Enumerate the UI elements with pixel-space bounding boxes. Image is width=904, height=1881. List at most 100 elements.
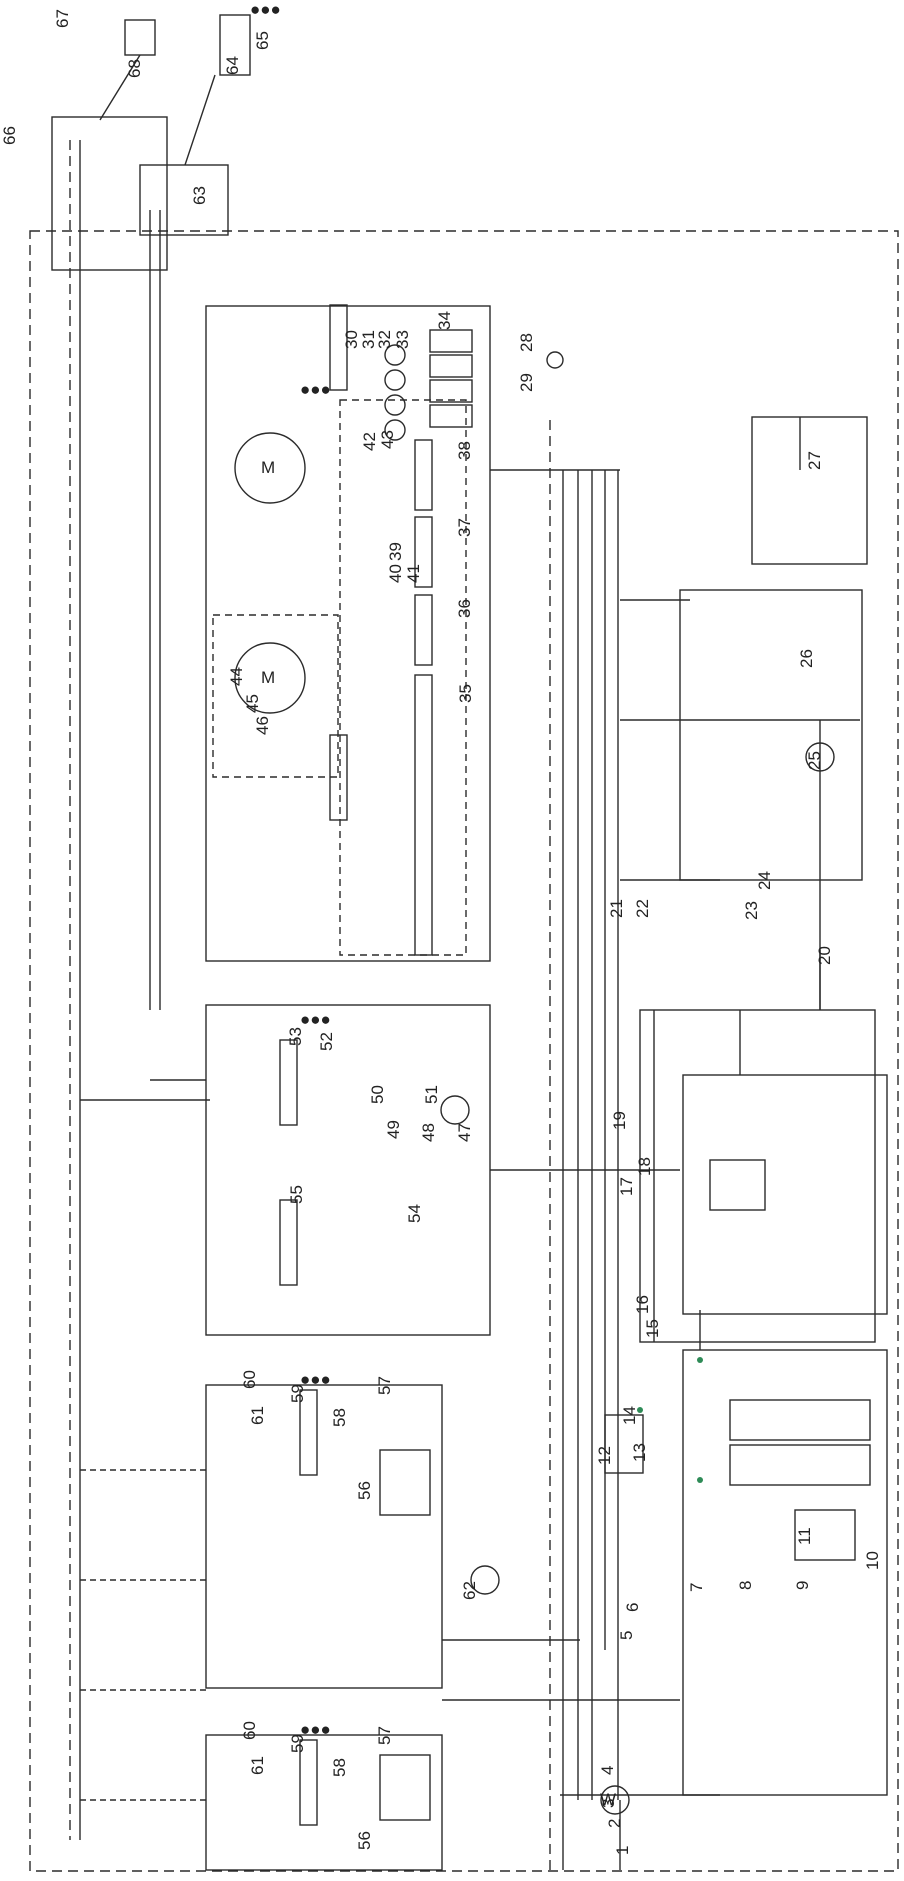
tank-56-lower xyxy=(379,1754,431,1821)
system-boundary xyxy=(29,230,899,1872)
label-58-lower: 58 xyxy=(330,1758,349,1777)
label-13: 13 xyxy=(630,1443,649,1462)
label-38: 38 xyxy=(455,441,474,460)
panel-dispensing-units xyxy=(205,305,491,962)
label-9: 9 xyxy=(793,1581,812,1590)
label-14: 14 xyxy=(620,1406,639,1425)
cartridge-36 xyxy=(414,594,433,666)
label-42: 42 xyxy=(360,432,379,451)
label-36: 36 xyxy=(455,599,474,618)
panel-dosing-unit-upper xyxy=(205,1384,443,1689)
cable-63-65 xyxy=(184,74,216,166)
label-62: 62 xyxy=(460,1581,479,1600)
gauge-33 xyxy=(384,419,406,441)
label-61-upper: 61 xyxy=(248,1406,267,1425)
bottle-34b xyxy=(429,354,473,378)
cartridge-35 xyxy=(414,674,433,956)
label-60-lower: 60 xyxy=(240,1721,259,1740)
pump-62 xyxy=(470,1565,500,1595)
panel-filtration xyxy=(682,1074,888,1315)
label-51: 51 xyxy=(422,1085,441,1104)
accent-marker-3 xyxy=(637,1407,643,1413)
label-12: 12 xyxy=(595,1446,614,1465)
manifold-46 xyxy=(329,734,348,821)
label-16: 16 xyxy=(633,1295,652,1314)
label-68: 68 xyxy=(125,59,144,78)
label-44: 44 xyxy=(227,667,246,686)
label-46: 46 xyxy=(253,716,272,735)
dots-1: ●●● xyxy=(300,380,331,399)
terminal-67 xyxy=(124,19,156,56)
filter-symbol: W xyxy=(600,1790,616,1809)
label-4: 4 xyxy=(598,1766,617,1775)
subframe-motor-44 xyxy=(212,614,339,778)
accent-marker-2 xyxy=(697,1477,703,1483)
label-58-upper: 58 xyxy=(330,1408,349,1427)
label-54: 54 xyxy=(405,1204,424,1223)
label-layer: 1 2 3 4 5 6 7 8 9 10 11 12 13 14 15 16 1… xyxy=(0,9,882,1855)
cable-66-67 xyxy=(99,54,141,121)
label-65: 65 xyxy=(253,31,272,50)
label-61-lower: 61 xyxy=(248,1756,267,1775)
bottle-34c xyxy=(429,379,473,403)
label-39: 39 xyxy=(386,542,405,561)
label-22: 22 xyxy=(633,899,652,918)
label-28: 28 xyxy=(517,333,536,352)
label-48: 48 xyxy=(419,1123,438,1142)
drum-motor-main xyxy=(234,432,306,504)
label-45: 45 xyxy=(243,694,262,713)
label-25: 25 xyxy=(805,751,824,770)
label-59-upper: 59 xyxy=(288,1384,307,1403)
label-8: 8 xyxy=(736,1581,755,1590)
control-box-63 xyxy=(139,164,229,236)
accent-marker-1 xyxy=(697,1357,703,1363)
label-41: 41 xyxy=(404,564,423,583)
spray-gun-65 xyxy=(219,14,251,76)
label-6: 6 xyxy=(623,1603,642,1612)
label-50: 50 xyxy=(368,1085,387,1104)
label-35: 35 xyxy=(456,684,475,703)
dots-4: ●●● xyxy=(300,1720,331,1739)
label-34: 34 xyxy=(435,311,454,330)
panel-softening xyxy=(682,1349,888,1796)
label-18: 18 xyxy=(635,1157,654,1176)
label-2: 2 xyxy=(605,1819,624,1828)
label-57-upper: 57 xyxy=(375,1376,394,1395)
label-52: 52 xyxy=(317,1032,336,1051)
label-26: 26 xyxy=(797,649,816,668)
label-23: 23 xyxy=(742,901,761,920)
label-56-lower: 56 xyxy=(355,1831,374,1850)
label-53: 53 xyxy=(286,1027,305,1046)
cartridge-38 xyxy=(414,439,433,511)
label-37: 37 xyxy=(455,518,474,537)
gauge-32 xyxy=(384,394,406,416)
gauge-31 xyxy=(384,369,406,391)
label-1: 1 xyxy=(613,1846,632,1855)
label-21: 21 xyxy=(607,899,626,918)
panel-mixing-unit xyxy=(205,1004,491,1336)
manifold-40 xyxy=(329,304,348,391)
label-63: 63 xyxy=(190,186,209,205)
tank-56-upper xyxy=(379,1449,431,1516)
label-47: 47 xyxy=(455,1123,474,1142)
label-32: 32 xyxy=(375,330,394,349)
label-64: 64 xyxy=(223,56,242,75)
label-49: 49 xyxy=(384,1120,403,1139)
dots-5: ●●● xyxy=(250,0,281,19)
label-5: 5 xyxy=(617,1631,636,1640)
unit-27 xyxy=(751,416,868,565)
manifold-53 xyxy=(279,1039,298,1126)
label-31: 31 xyxy=(359,330,378,349)
label-55: 55 xyxy=(287,1185,306,1204)
label-27: 27 xyxy=(805,451,824,470)
indicator-28 xyxy=(546,351,564,369)
unit-26 xyxy=(679,589,863,881)
motor-symbol-main: M xyxy=(261,458,275,477)
label-3: 3 xyxy=(599,1799,618,1808)
label-29: 29 xyxy=(517,373,536,392)
bottle-34a xyxy=(429,329,473,353)
label-30: 30 xyxy=(342,330,361,349)
storage-tanks-20 xyxy=(639,1009,876,1343)
label-19: 19 xyxy=(610,1111,629,1130)
accent-markers xyxy=(637,1357,703,1483)
